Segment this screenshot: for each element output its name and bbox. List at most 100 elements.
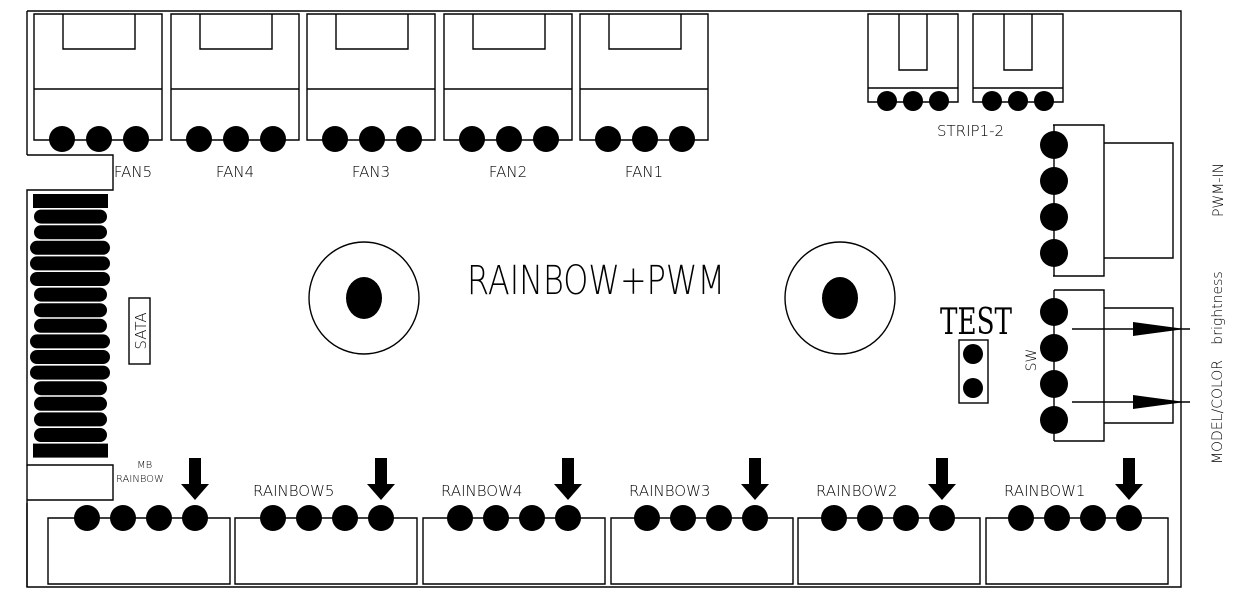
mounting-hole-left: [308, 241, 420, 355]
rainbow-label: RAINBOW4: [441, 482, 522, 500]
sata-contact: [30, 365, 110, 380]
rainbow-pin: [483, 505, 509, 531]
fan-header[interactable]: FAN2: [443, 13, 573, 181]
rainbow-header[interactable]: RAINBOW4: [422, 458, 606, 585]
rainbow-pin: [821, 505, 847, 531]
fan-pin: [260, 126, 286, 152]
arrow-down-icon: [928, 458, 956, 500]
rainbow-headers: RAINBOW5 RAINBOW4 RAINBOW3 RAINBOW2 RAINBOW1: [26, 458, 1169, 587]
fan-pin: [533, 126, 559, 152]
rainbow-pin: [146, 505, 172, 531]
fan-pin: [322, 126, 348, 152]
rainbow-pin: [332, 505, 358, 531]
rainbow-header[interactable]: RAINBOW1: [985, 458, 1169, 585]
sata-contact: [33, 194, 108, 208]
sata-contact: [34, 303, 107, 318]
fan-label: FAN3: [352, 163, 390, 181]
sata-contact: [30, 272, 110, 286]
arrow-down-icon: [554, 458, 582, 500]
sw-header: [1040, 289, 1190, 442]
rainbow-pin: [555, 505, 581, 531]
sata-contact: [34, 225, 107, 240]
sw-pin: [1040, 298, 1068, 326]
sata-label: SATA: [132, 312, 150, 349]
arrow-down-icon: [741, 458, 769, 500]
sata-connector: SATA: [26, 154, 151, 501]
fan-label: FAN4: [216, 163, 254, 181]
rainbow-pin: [110, 505, 136, 531]
strip-header[interactable]: [972, 13, 1064, 111]
pwm-in-pin: [1040, 131, 1068, 159]
fan-header[interactable]: FAN4: [170, 13, 300, 181]
strip-headers: [867, 13, 1064, 111]
sata-contact: [30, 256, 110, 271]
sw-pin: [1040, 334, 1068, 362]
fan-header[interactable]: FAN3: [306, 13, 436, 181]
rainbow-pin: [1008, 505, 1034, 531]
fan-pin: [459, 126, 485, 152]
rainbow-label: RAINBOW1: [1004, 482, 1085, 500]
rainbow-label: RAINBOW5: [253, 482, 334, 500]
test-header: [958, 339, 989, 404]
rainbow-pin: [447, 505, 473, 531]
strip-pin: [1008, 91, 1028, 111]
rainbow-label: RAINBOW3: [629, 482, 710, 500]
sw-label: SW: [1024, 349, 1040, 372]
strip-pin: [982, 91, 1002, 111]
rainbow-header[interactable]: [47, 458, 231, 585]
rainbow-pin: [929, 505, 955, 531]
sata-contact: [34, 381, 107, 396]
rainbow-pin: [670, 505, 696, 531]
pwm-in-label: PWM-IN: [1211, 163, 1227, 217]
pwm-in-pin: [1040, 239, 1068, 267]
fan-pin: [359, 126, 385, 152]
fan-pin: [669, 126, 695, 152]
arrow-down-icon: [181, 458, 209, 500]
fan-pin: [186, 126, 212, 152]
sata-contact: [33, 443, 108, 458]
strip-pin: [877, 91, 897, 111]
sata-contact: [30, 350, 110, 364]
rainbow-label: RAINBOW2: [816, 482, 897, 500]
mb-rainbow-label-2: RAINBOW: [116, 474, 164, 485]
sw-pin: [1040, 370, 1068, 398]
mounting-hole-right: [784, 241, 896, 355]
model-color-label: MODEL/COLOR: [1210, 360, 1226, 464]
fan-pin: [223, 126, 249, 152]
pwm-in-header: [1040, 124, 1174, 277]
mb-rainbow-label-1: MB: [137, 460, 152, 471]
fan-pin: [496, 126, 522, 152]
fan-header[interactable]: FAN5: [33, 13, 163, 181]
rainbow-pin: [1080, 505, 1106, 531]
sata-contact: [34, 318, 107, 333]
rainbow-pin: [1044, 505, 1070, 531]
rainbow-header[interactable]: RAINBOW5: [234, 458, 418, 585]
sata-contact: [30, 240, 110, 255]
test-label: TEST: [940, 302, 1012, 343]
strip-header[interactable]: [867, 13, 959, 111]
arrow-icon: [1133, 395, 1185, 409]
rainbow-header[interactable]: RAINBOW3: [610, 458, 794, 585]
rainbow-pin: [742, 505, 768, 531]
fan-pin: [396, 126, 422, 152]
rainbow-pin: [893, 505, 919, 531]
board-title: RAINBOW+PWM: [467, 258, 725, 304]
rainbow-pin: [519, 505, 545, 531]
fan-header[interactable]: FAN1: [579, 13, 709, 181]
pwm-in-pin: [1040, 203, 1068, 231]
sata-contact: [30, 334, 110, 349]
rainbow-pin: [634, 505, 660, 531]
fan-pin: [49, 126, 75, 152]
strip-pin: [1034, 91, 1054, 111]
sata-contact: [34, 209, 107, 224]
rainbow-header[interactable]: RAINBOW2: [797, 458, 981, 585]
fan-pin: [86, 126, 112, 152]
sata-contact: [34, 396, 107, 411]
rainbow-pin: [182, 505, 208, 531]
fan-pin: [632, 126, 658, 152]
rainbow-pin: [706, 505, 732, 531]
fan-label: FAN5: [114, 163, 152, 181]
arrow-icon: [1133, 322, 1185, 336]
strip-pin: [903, 91, 923, 111]
